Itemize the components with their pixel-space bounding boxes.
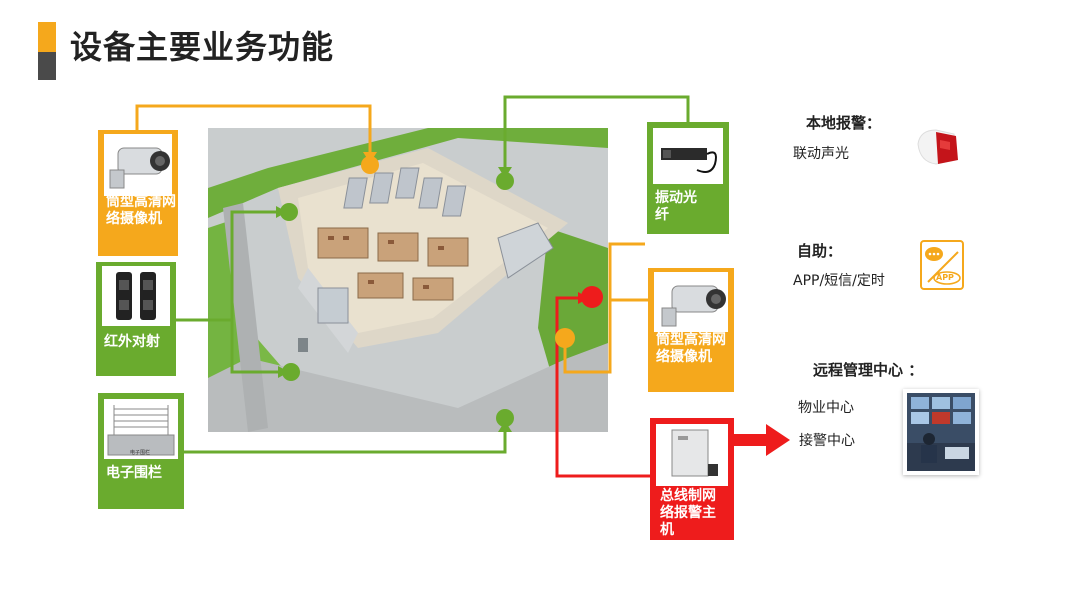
infrared-beam-icon — [102, 266, 170, 326]
device-label-camera-left: 筒型高清网络摄像机 — [106, 194, 176, 227]
alarm-host-icon — [656, 424, 728, 486]
camera-icon-right — [654, 272, 728, 332]
page-title: 设备主要业务功能 — [70, 28, 335, 66]
remote-center-heading: 远程管理中心 ： — [813, 361, 924, 379]
electric-fence-icon: 电子围栏 — [104, 399, 178, 459]
device-card-vibration-fiber: 振动光纤 — [647, 122, 729, 234]
device-card-camera-right: 筒型高清网络摄像机 — [648, 268, 734, 392]
device-label-alarm-host: 总线制网络报警主机 — [660, 488, 716, 538]
app-chat-icon: APP — [920, 240, 964, 290]
device-label-infrared: 红外对射 — [104, 334, 160, 350]
app-icon-label: APP — [936, 273, 954, 282]
remote-center-item-property: 物业中心 — [798, 400, 854, 416]
arrow-right-icon — [734, 424, 790, 456]
device-label-camera-right: 筒型高清网络摄像机 — [656, 332, 726, 365]
device-card-camera-left: 筒型高清网络摄像机 — [98, 130, 178, 256]
device-card-infrared: 红外对射 — [96, 262, 176, 376]
self-help-heading: 自助： — [797, 242, 843, 260]
device-card-fence: 电子围栏 电子围栏 — [98, 393, 184, 509]
device-card-alarm-host: 总线制网络报警主机 — [650, 418, 734, 540]
camera-icon — [104, 134, 172, 196]
title-accent — [38, 22, 56, 80]
strobe-siren-icon — [917, 129, 958, 165]
building-aerial-image — [208, 128, 608, 432]
device-label-vibration-fiber: 振动光纤 — [655, 190, 697, 223]
local-alarm-item: 联动声光 — [793, 146, 849, 162]
local-alarm-heading: 本地报警： — [806, 114, 882, 132]
remote-center-item-alarm-reception: 接警中心 — [799, 433, 855, 449]
device-label-fence: 电子围栏 — [106, 465, 162, 481]
vibration-fiber-icon — [653, 128, 723, 184]
control-room-photo — [903, 389, 979, 475]
fence-photo-caption: 电子围栏 — [130, 450, 151, 456]
self-help-item: APP/短信/定时 — [793, 273, 885, 289]
